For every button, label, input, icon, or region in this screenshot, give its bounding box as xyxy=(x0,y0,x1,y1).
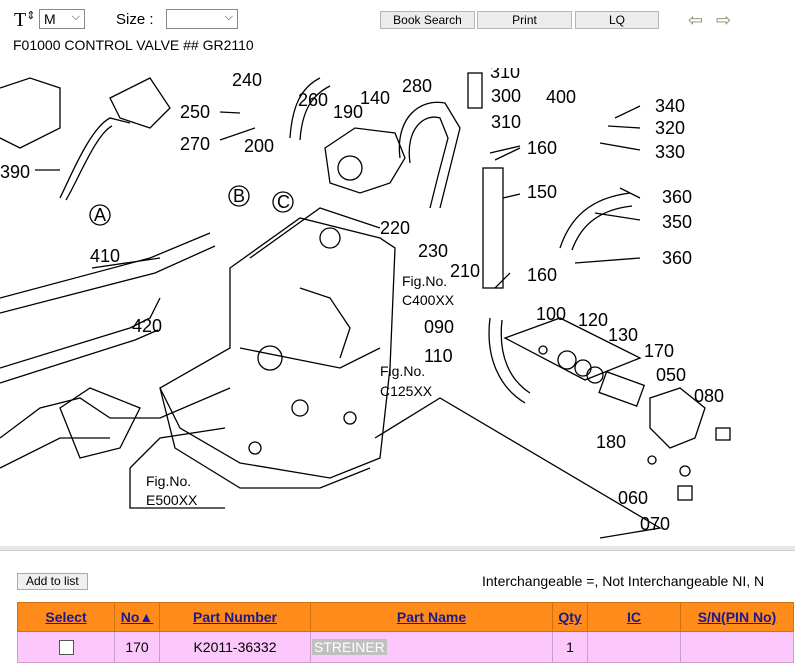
diagram-callout[interactable]: 400 xyxy=(546,87,576,107)
parts-table: Select No▲ Part Number Part Name Qty IC … xyxy=(17,602,794,663)
table-row: 170 K2011-36332 STREINER 1 xyxy=(17,631,794,663)
diagram-callout[interactable]: 280 xyxy=(402,76,432,96)
part-number-cell: K2011-36332 xyxy=(159,631,311,663)
diagram-callout[interactable]: 210 xyxy=(450,261,480,281)
diagram-callout[interactable]: 270 xyxy=(180,134,210,154)
diagram-callout[interactable]: 160 xyxy=(527,138,557,158)
diagram-callout[interactable]: 120 xyxy=(578,310,608,330)
diagram-callout[interactable]: C125XX xyxy=(380,383,433,399)
diagram-callout[interactable]: 240 xyxy=(232,70,262,90)
diagram-callout[interactable]: 090 xyxy=(424,317,454,337)
diagram-callout: A xyxy=(94,205,106,225)
col-qty[interactable]: Qty xyxy=(552,602,588,632)
diagram-callout[interactable]: 360 xyxy=(662,248,692,268)
parts-diagram: A B C 240 280 310 300 400 340 250 260 19… xyxy=(0,68,795,546)
diagram-callout[interactable]: 330 xyxy=(655,142,685,162)
select-checkbox[interactable] xyxy=(58,640,74,656)
diagram-callout[interactable]: 310 xyxy=(490,68,520,82)
diagram-callout[interactable]: 080 xyxy=(694,386,724,406)
diagram-callout[interactable]: C400XX xyxy=(402,292,455,308)
diagram-callout[interactable]: Fig.No. xyxy=(380,363,425,379)
col-select[interactable]: Select xyxy=(17,602,115,632)
select-cell xyxy=(17,631,115,663)
diagram-callout[interactable]: 140 xyxy=(360,88,390,108)
col-part-number[interactable]: Part Number xyxy=(159,602,311,632)
col-part-name[interactable]: Part Name xyxy=(310,602,553,632)
size-select[interactable]: ⌵ xyxy=(166,9,238,29)
diagram-callout[interactable]: 300 xyxy=(491,86,521,106)
lq-button[interactable]: LQ xyxy=(575,11,659,29)
forward-arrow-icon[interactable]: ⇨ xyxy=(716,10,732,30)
diagram-callout[interactable]: E500XX xyxy=(146,492,198,508)
diagram-callout[interactable]: 320 xyxy=(655,118,685,138)
no-cell: 170 xyxy=(114,631,160,663)
sn-cell xyxy=(680,631,794,663)
diagram-callout[interactable]: 230 xyxy=(418,241,448,261)
diagram-callout[interactable]: 150 xyxy=(527,182,557,202)
diagram-callout[interactable]: 220 xyxy=(380,218,410,238)
diagram-callout: B xyxy=(233,186,245,206)
diagram-callout[interactable]: 260 xyxy=(298,90,328,110)
diagram-callout[interactable]: 070 xyxy=(640,514,670,534)
book-search-button[interactable]: Book Search xyxy=(380,11,475,29)
part-name-text: STREINER xyxy=(312,639,387,655)
diagram-callout[interactable]: 410 xyxy=(90,246,120,266)
ic-cell xyxy=(587,631,681,663)
page-title: F01000 CONTROL VALVE ## GR2110 xyxy=(13,37,254,53)
diagram-callout[interactable]: 350 xyxy=(662,212,692,232)
qty-cell: 1 xyxy=(552,631,588,663)
size-label: Size : xyxy=(116,11,154,28)
diagram-callout[interactable]: 130 xyxy=(608,325,638,345)
chevron-down-icon: ⌵ xyxy=(224,11,233,23)
chevron-down-icon: ⌵ xyxy=(71,11,80,23)
diagram-callout[interactable]: Fig.No. xyxy=(146,473,191,489)
diagram-callout[interactable]: 060 xyxy=(618,488,648,508)
diagram-callout[interactable]: 190 xyxy=(333,102,363,122)
diagram-callout[interactable]: 170 xyxy=(644,341,674,361)
diagram-callout: C xyxy=(277,192,290,212)
diagram-callout[interactable]: 110 xyxy=(424,346,453,366)
diagram-callout[interactable]: 420 xyxy=(132,316,162,336)
col-ic[interactable]: IC xyxy=(587,602,681,632)
diagram-callout[interactable]: 390 xyxy=(0,162,30,182)
interchangeable-legend: Interchangeable =, Not Interchangeable N… xyxy=(482,573,765,589)
col-sn[interactable]: S/N(PIN No) xyxy=(680,602,794,632)
diagram-callout[interactable]: 340 xyxy=(655,96,685,116)
diagram-callout[interactable]: 180 xyxy=(596,432,626,452)
print-button[interactable]: Print xyxy=(477,11,572,29)
font-size-icon[interactable]: T⇕ xyxy=(14,9,36,31)
diagram-callout[interactable]: 050 xyxy=(656,365,686,385)
diagram-callout[interactable]: 200 xyxy=(244,136,274,156)
diagram-callout[interactable]: Fig.No. xyxy=(402,273,447,289)
splitter[interactable] xyxy=(0,546,795,551)
col-no[interactable]: No▲ xyxy=(114,602,160,632)
toolbar: T⇕ M ⌵ Size : ⌵ Book Search Print LQ ⇦ ⇨… xyxy=(0,0,795,68)
back-arrow-icon[interactable]: ⇦ xyxy=(688,10,704,30)
add-to-list-button[interactable]: Add to list xyxy=(17,573,88,590)
diagram-callout[interactable]: 360 xyxy=(662,187,692,207)
diagram-callout[interactable]: 160 xyxy=(527,265,557,285)
font-select[interactable]: M ⌵ xyxy=(39,9,85,29)
diagram-callout[interactable]: 100 xyxy=(536,304,566,324)
diagram-callouts: 240 280 310 300 400 340 250 260 190 140 … xyxy=(0,68,724,534)
part-name-cell: STREINER xyxy=(310,631,553,663)
diagram-callout[interactable]: 250 xyxy=(180,102,210,122)
diagram-callout[interactable]: 310 xyxy=(491,112,521,132)
